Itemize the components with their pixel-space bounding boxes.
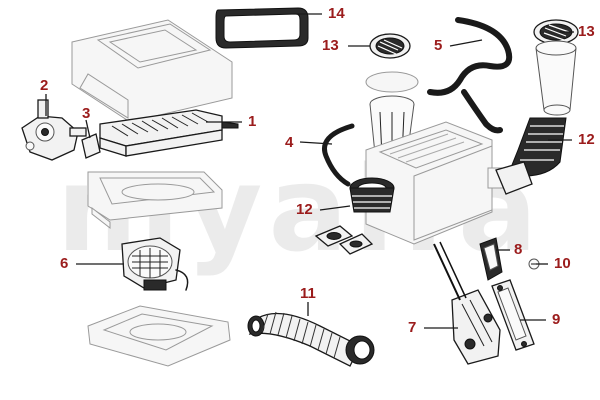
callout-5: 5: [434, 37, 443, 54]
callout-4: 4: [285, 134, 294, 151]
bellows-hose-center: [349, 177, 395, 213]
callout-7: 7: [408, 319, 417, 336]
callout-3: 3: [82, 105, 91, 122]
callout-9: 9: [552, 311, 561, 328]
air-vent-grille-center: [369, 33, 411, 59]
drain-hose: [322, 123, 355, 187]
seal-gasket: [215, 7, 309, 49]
callout-1: 1: [248, 113, 257, 130]
callout-11: 11: [300, 285, 316, 302]
callout-6: 6: [60, 255, 69, 272]
water-hose: [427, 17, 513, 134]
bellows-hose-right: [495, 117, 567, 195]
lever-bracket: [491, 279, 535, 351]
callout-8: 8: [514, 241, 523, 258]
callout-12-center: 12: [296, 201, 313, 218]
air-vent-grille-right: [533, 19, 579, 116]
callout-10: 10: [554, 255, 571, 272]
duct-flanges: [314, 225, 374, 255]
heater-radiator: [99, 109, 239, 157]
callout-2: 2: [40, 77, 49, 94]
water-valve: [21, 99, 87, 161]
bottom-tray-ghost: [87, 305, 231, 367]
blower-fan: [121, 237, 189, 291]
callout-13-center: 13: [322, 37, 339, 54]
control-lever-assembly: [433, 241, 501, 365]
callout-14: 14: [328, 5, 345, 22]
heater-box: [365, 121, 507, 245]
heater-housing-upper-ghost: [71, 19, 233, 123]
callout-13-right: 13: [578, 23, 595, 40]
lever-knob: [479, 237, 503, 281]
air-duct-corrugated: [247, 311, 375, 367]
valve-gasket: [81, 133, 101, 159]
heater-housing-lower-ghost: [87, 171, 223, 230]
callout-12-right: 12: [578, 131, 595, 148]
leader-lines: [45, 13, 574, 329]
